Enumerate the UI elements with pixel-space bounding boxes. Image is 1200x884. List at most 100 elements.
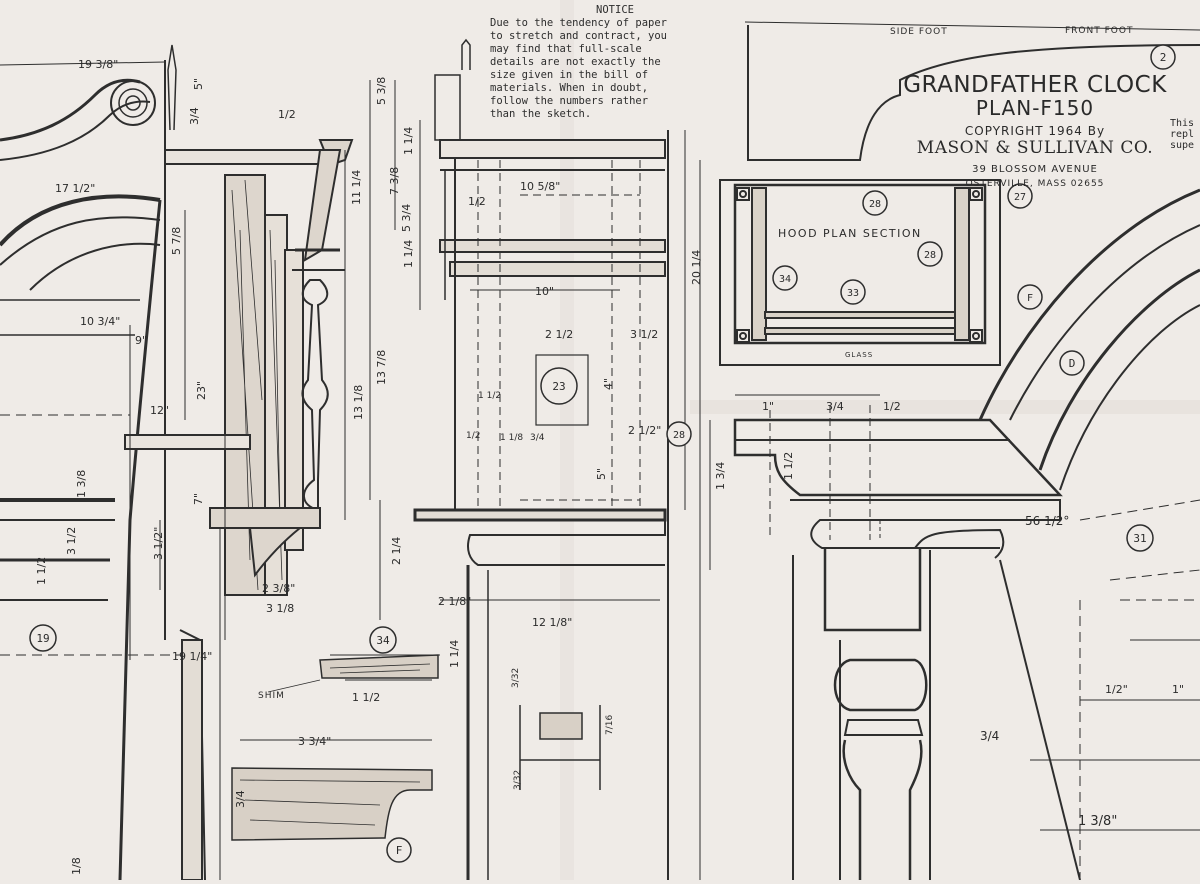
- dim-d43: 1 1/4: [448, 640, 461, 668]
- dim-d60: 1/8: [70, 857, 83, 875]
- dim-d55: 56 1/2°: [1025, 514, 1069, 528]
- dim-d11: 7": [192, 493, 205, 505]
- foot-template: [744, 21, 1200, 161]
- dim-d12: 1 3/8: [75, 470, 88, 498]
- side-foot-label: SIDE FOOT: [890, 27, 948, 37]
- dim-d41: 20 1/4: [690, 250, 703, 285]
- notice-line: than the sketch.: [490, 108, 592, 120]
- dim-d21: 11 1/4: [350, 170, 363, 205]
- hood-part-f: F: [1027, 293, 1033, 304]
- dim-d50: 3/4: [826, 400, 844, 413]
- dimension-texts: 19 3/8" 5" 3/4 1/2 17 1/2" 5 7/8 10 3/4"…: [35, 58, 1184, 875]
- cut-off-note: This repl supe: [1170, 118, 1194, 151]
- dim-d10: 23": [195, 381, 208, 400]
- notice-line: Due to the tendency of paper: [490, 17, 668, 29]
- hood-part-28a: 28: [869, 199, 881, 210]
- hood-section-label: HOOD PLAN SECTION: [778, 227, 922, 240]
- dim-d01: 19 3/8": [78, 58, 118, 71]
- hood-part-28b: 28: [924, 250, 936, 261]
- notice-line: size given in the bill of: [490, 69, 649, 81]
- dim-d53: 1 3/4: [714, 462, 727, 490]
- part-callouts: [29, 44, 1176, 863]
- foot-part-number: 2: [1160, 51, 1167, 64]
- callout-19: 19: [36, 632, 49, 645]
- dim-d07: 10 3/4": [80, 315, 120, 328]
- dim-d49: 3/32: [513, 770, 523, 790]
- drawing-labels: SIDE FOOT FRONT FOOT HOOD PLAN SECTION G…: [258, 26, 1133, 701]
- dim-d28: 2 1/8": [438, 595, 471, 608]
- dim-d45: 3 3/4": [298, 735, 331, 748]
- notice-line: may find that full-scale: [490, 43, 642, 55]
- callout-d: D: [1069, 357, 1076, 370]
- dim-d58: 3/4: [980, 729, 999, 743]
- title-line-5: 39 BLOSSOM AVENUE: [972, 164, 1098, 175]
- dim-d35: 5": [595, 468, 608, 480]
- dim-d17: 3 1/8: [266, 602, 294, 615]
- hood-part-34: 34: [779, 274, 791, 285]
- cut-note-line: This: [1170, 118, 1195, 129]
- dim-d44: 1 1/2: [352, 691, 380, 704]
- hood-part-33: 33: [847, 288, 859, 299]
- dim-d48: 7/16: [605, 715, 615, 735]
- shim-detail: [267, 654, 439, 693]
- notice-line: follow the numbers rather: [490, 95, 649, 107]
- dim-d30: 1/2: [468, 195, 486, 208]
- dim-d52: 1": [762, 400, 774, 413]
- dim-d36: 2 1/2": [628, 424, 661, 437]
- dim-d16: 2 3/8": [262, 582, 295, 595]
- dim-d04: 1/2: [278, 108, 296, 121]
- notice-line: to stretch and contract, you: [490, 30, 668, 42]
- hood-part-27: 27: [1014, 192, 1026, 203]
- callout-28: 28: [673, 430, 685, 441]
- dim-d29: 10 5/8": [520, 180, 560, 193]
- cut-note-line: supe: [1170, 140, 1195, 151]
- hood-door-arch: [978, 188, 1200, 601]
- title-line-3: COPYRIGHT 1964 By: [964, 124, 1106, 138]
- dim-d40: 1/2: [466, 431, 480, 441]
- dim-d59: 1 3/8": [1078, 814, 1117, 829]
- shim-label: SHIM: [258, 691, 285, 701]
- dim-d19: 5 3/8: [375, 77, 388, 105]
- dim-d06: 5 7/8: [170, 227, 183, 255]
- dim-d27: 2 1/4: [390, 537, 403, 565]
- dim-d33: 3 1/2: [630, 328, 658, 341]
- notice-line: materials. When in doubt,: [490, 82, 649, 94]
- callout-f: F: [396, 844, 403, 857]
- hood-plan-section: [719, 179, 1001, 366]
- dim-d38: 1 1/8: [500, 433, 523, 443]
- cut-note-line: repl: [1170, 129, 1195, 140]
- dimension-lines: [129, 80, 1200, 831]
- notice-heading: NOTICE: [596, 4, 634, 16]
- dim-d37: 1 1/2: [478, 391, 501, 401]
- glass-label: GLASS: [845, 351, 873, 359]
- title-line-4: MASON & SULLIVAN CO.: [916, 138, 1154, 158]
- molding-profile-detail: [231, 767, 433, 841]
- front-foot-label: FRONT FOOT: [1065, 26, 1133, 36]
- dim-d51: 1/2: [883, 400, 901, 413]
- dim-d57: 1": [1172, 683, 1184, 696]
- dim-d18: 19 1/4": [172, 650, 212, 663]
- dim-d08: 9": [135, 334, 147, 347]
- waist-elevation: [413, 38, 701, 880]
- rabbet-detail: [519, 705, 601, 790]
- part-callout-labels: 19 34 23 28 D 31 F 2 28 27 28 34 33 F: [36, 51, 1166, 857]
- dim-d26: 13 7/8: [375, 350, 388, 385]
- title-line-1: GRANDFATHER CLOCK: [903, 72, 1167, 98]
- dim-d03: 3/4: [188, 107, 201, 125]
- notice-line: details are not exactly the: [490, 56, 661, 68]
- dim-d31: 10": [535, 285, 554, 298]
- dim-d23: 5 3/4: [400, 204, 413, 232]
- dim-d15: 3 1/2": [152, 527, 165, 560]
- callout-31: 31: [1133, 532, 1146, 545]
- dim-d34: 4": [602, 378, 615, 390]
- dim-d24: 1 1/4: [402, 240, 415, 268]
- dim-d47: 3/32: [511, 668, 521, 688]
- title-block: GRANDFATHER CLOCK PLAN-F150 COPYRIGHT 19…: [900, 72, 1170, 189]
- dim-d56: 1/2": [1105, 683, 1128, 696]
- column-capital-detail: [733, 405, 1200, 881]
- dim-d05: 17 1/2": [55, 182, 95, 195]
- callout-34: 34: [376, 634, 390, 647]
- dim-d22: 7 3/8: [388, 167, 401, 195]
- dim-d39: 3/4: [530, 433, 545, 443]
